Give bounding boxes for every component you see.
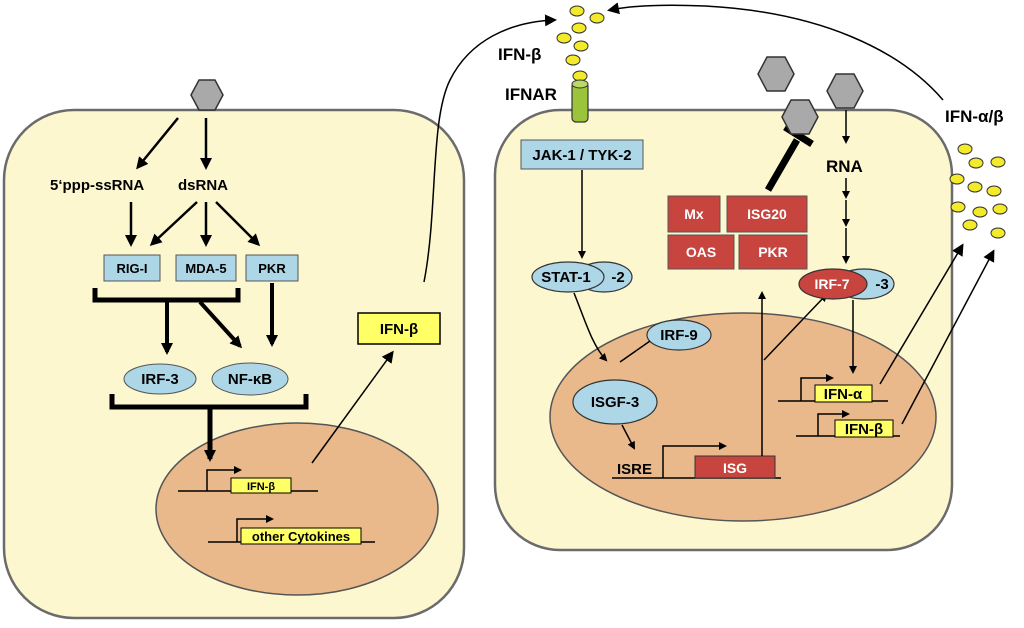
stat-complex: STAT-1 -2 [531, 261, 633, 293]
receptor-icon [571, 79, 589, 123]
virus-hexagon-icon [190, 79, 224, 111]
svg-text:NF-κB: NF-κB [228, 371, 272, 388]
irf9-ellipse: IRF-9 [646, 319, 712, 351]
ifnar-label: IFNAR [505, 85, 557, 104]
svg-text:IRF-7: IRF-7 [815, 276, 850, 292]
svg-text:IFN-β: IFN-β [845, 421, 883, 438]
ifnb-export-arrow [423, 14, 557, 283]
oas-box: OAS [667, 234, 735, 270]
other-cytokines-gene: other Cytokines [208, 515, 375, 545]
rna-5ppp-label: 5‘ppp-ssRNA [50, 177, 144, 194]
left-nucleus [155, 422, 439, 596]
svg-text:OAS: OAS [686, 244, 716, 260]
svg-text:IFN-β: IFN-β [380, 321, 418, 338]
pkr-box-right: PKR [738, 234, 808, 270]
ifna-gene: IFN-α [778, 374, 888, 403]
pkr-box-left: PKR [245, 254, 299, 282]
svg-text:ISG20: ISG20 [747, 206, 787, 222]
isg-gene: ISRE ISG [612, 442, 781, 479]
svg-text:IFN-β: IFN-β [247, 481, 275, 493]
svg-text:MDA-5: MDA-5 [185, 261, 226, 276]
isre-label: ISRE [617, 461, 652, 478]
mx-box: Mx [667, 195, 721, 233]
isgf3-ellipse: ISGF-3 [572, 379, 658, 425]
svg-text:STAT-1: STAT-1 [541, 269, 590, 286]
dsrna-label: dsRNA [178, 177, 228, 194]
virus-hexagon-icon [826, 73, 864, 109]
svg-text:RIG-I: RIG-I [116, 261, 147, 276]
svg-text:IRF-3: IRF-3 [141, 371, 179, 388]
svg-text:ISGF-3: ISGF-3 [591, 394, 639, 411]
isg20-box: ISG20 [726, 195, 808, 233]
ifnb-gene-left: IFN-β [178, 466, 318, 494]
ifnb-extracellular-label: IFN-β [498, 45, 541, 64]
rig-i-box: RIG-I [103, 254, 161, 282]
convergence-bracket-2 [109, 394, 309, 410]
svg-text:other Cytokines: other Cytokines [252, 529, 350, 544]
rna-label-right: RNA [826, 157, 863, 176]
ifn-molecule-icon [949, 143, 1008, 239]
svg-text:IFN-α: IFN-α [824, 386, 863, 403]
virus-hexagon-icon [781, 99, 819, 135]
virus-hexagon-icon [757, 56, 795, 92]
svg-text:PKR: PKR [758, 244, 788, 260]
svg-text:ISG: ISG [723, 460, 747, 476]
jak-tyk-box: JAK-1 / TYK-2 [520, 139, 644, 170]
ifn-ab-label: IFN-α/β [945, 107, 1004, 126]
right-nucleus [549, 312, 937, 522]
svg-text:IRF-9: IRF-9 [660, 327, 698, 344]
ifnb-gene-right: IFN-β [796, 410, 900, 438]
nfkb-ellipse: NF-κB [211, 362, 289, 396]
svg-text:PKR: PKR [258, 261, 286, 276]
convergence-bracket-1 [92, 288, 241, 303]
irf7-irf3-complex: IRF-7 -3 [798, 268, 895, 300]
svg-text:Mx: Mx [684, 206, 704, 222]
svg-text:-3: -3 [875, 276, 888, 293]
svg-text:-2: -2 [611, 269, 624, 286]
ifn-feedback-arrow [607, 2, 944, 101]
mda5-box: MDA-5 [175, 254, 237, 282]
svg-text:JAK-1 / TYK-2: JAK-1 / TYK-2 [532, 147, 631, 164]
ifnb-secreted-box: IFN-β [357, 312, 441, 345]
irf3-ellipse-left: IRF-3 [123, 363, 197, 395]
ifn-molecule-icon [556, 5, 605, 82]
